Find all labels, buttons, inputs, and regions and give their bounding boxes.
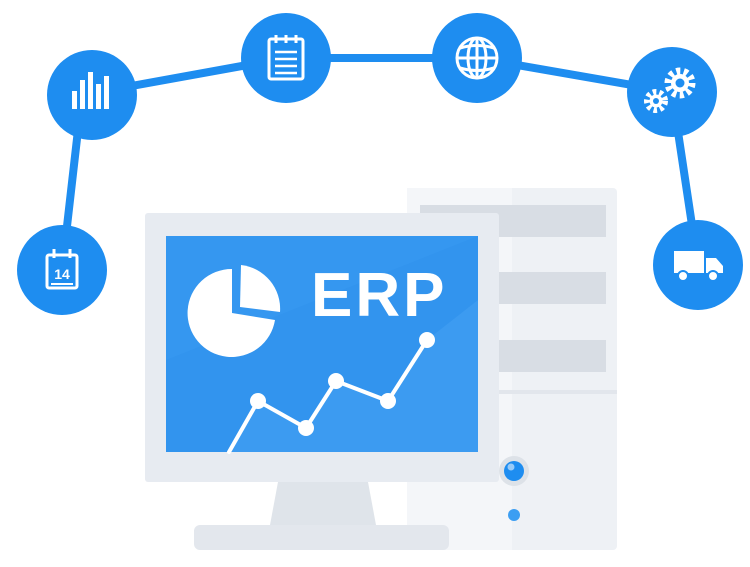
monitor-base <box>194 525 449 550</box>
node-notepad <box>241 13 331 103</box>
monitor: ERP <box>145 213 499 550</box>
node-calendar: 14 <box>17 225 107 315</box>
node-truck <box>653 220 743 310</box>
node-gears <box>627 47 717 137</box>
gears-icon <box>644 67 696 113</box>
trend-point <box>380 393 396 409</box>
node-globe <box>432 13 522 103</box>
globe-icon <box>455 36 499 80</box>
trend-line-chart <box>227 332 435 454</box>
node-bar-chart <box>47 50 137 140</box>
trend-point <box>419 332 435 348</box>
trend-point <box>328 373 344 389</box>
trend-point <box>298 420 314 436</box>
bar-chart-icon <box>72 72 109 109</box>
truck-icon <box>674 251 723 282</box>
notepad-icon <box>267 35 305 81</box>
calendar-icon: 14 <box>45 249 79 290</box>
power-led <box>508 509 520 521</box>
erp-label: ERP <box>311 261 447 330</box>
pie-chart-icon <box>187 265 281 357</box>
monitor-neck <box>270 482 376 525</box>
trend-point <box>250 393 266 409</box>
calendar-day: 14 <box>54 266 70 282</box>
